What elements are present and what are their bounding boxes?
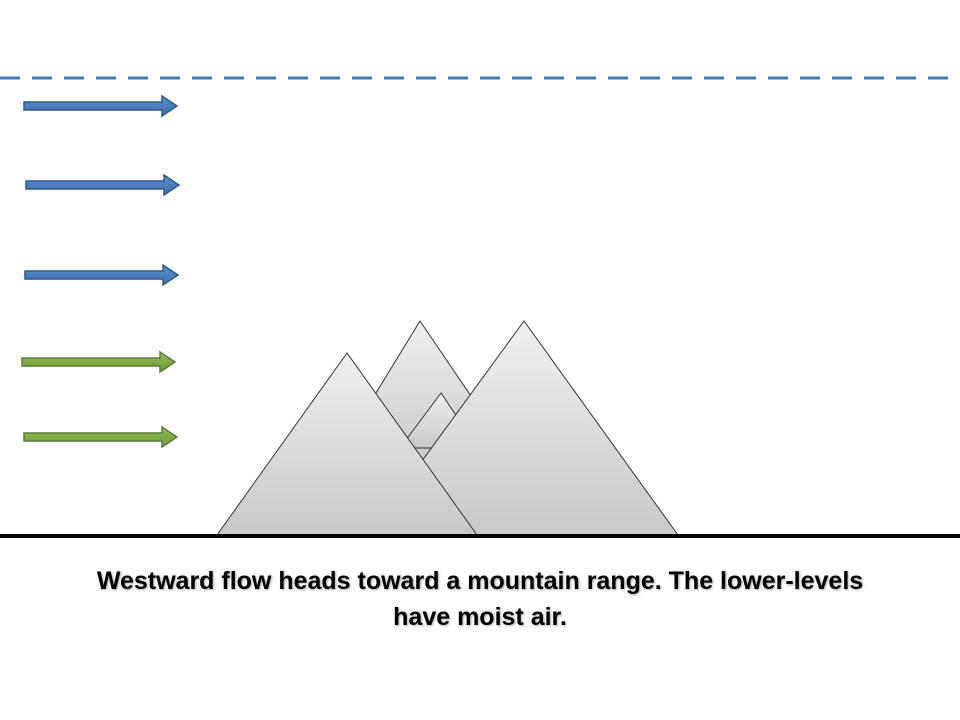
lower-moist-flow-arrow-1: [21, 350, 177, 374]
caption: Westward flow heads toward a mountain ra…: [20, 563, 940, 635]
upper-flow-arrow-2: [25, 173, 181, 197]
flow-arrows: [21, 94, 181, 449]
upper-flow-arrow-3: [24, 263, 180, 287]
mountain-range: [216, 320, 679, 536]
caption-line-2: have moist air.: [393, 603, 567, 631]
lower-moist-flow-arrow-2: [23, 425, 179, 449]
upper-flow-arrow-1: [23, 94, 179, 118]
caption-line-1: Westward flow heads toward a mountain ra…: [96, 567, 864, 595]
